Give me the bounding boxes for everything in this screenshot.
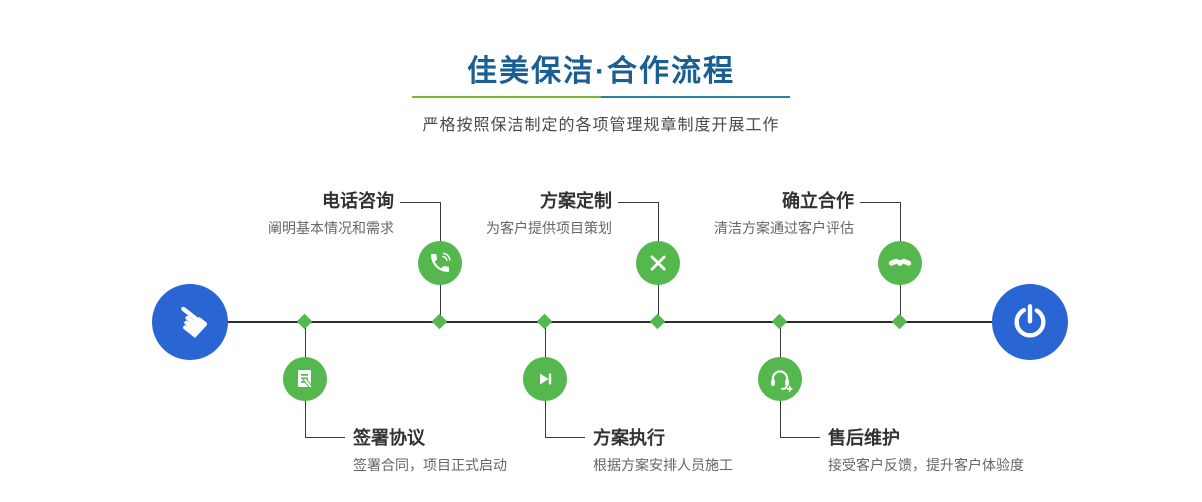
headset-icon xyxy=(771,370,793,392)
timeline-diamond xyxy=(296,313,313,330)
step-desc: 根据方案安排人员施工 xyxy=(593,457,733,473)
page-title: 佳美保洁·合作流程 xyxy=(467,55,735,88)
step-label-plan-customize: 方案定制 为客户提供项目策划 xyxy=(486,190,612,237)
pen-tools-icon xyxy=(650,255,666,271)
timeline-start-node: ☚ xyxy=(152,284,228,360)
timeline-diamond xyxy=(649,313,666,330)
timeline-line xyxy=(190,321,1030,323)
step-circle-phone xyxy=(418,241,462,285)
step-title: 确立合作 xyxy=(782,191,854,211)
connector-line xyxy=(860,202,900,203)
title-divider xyxy=(412,96,790,98)
step-desc: 签署合同，项目正式启动 xyxy=(353,457,507,473)
step-label-sign-agreement: 签署协议 签署合同，项目正式启动 xyxy=(353,427,507,474)
step-circle-plan xyxy=(636,241,680,285)
step-circle-contract xyxy=(283,357,327,401)
step-desc: 为客户提供项目策划 xyxy=(486,220,612,236)
step-label-phone-consult: 电话咨询 阐明基本情况和需求 xyxy=(268,190,394,237)
timeline-diamond xyxy=(536,313,553,330)
timeline-diamond xyxy=(891,313,908,330)
play-icon xyxy=(540,373,552,385)
step-title: 方案执行 xyxy=(593,428,665,448)
contract-icon xyxy=(298,370,313,389)
step-circle-cooperation xyxy=(878,241,922,285)
power-icon xyxy=(1014,304,1046,338)
connector-line xyxy=(400,202,440,203)
step-title: 方案定制 xyxy=(540,191,612,211)
step-label-establish-cooperation: 确立合作 清洁方案通过客户评估 xyxy=(714,190,854,237)
connector-line xyxy=(618,202,658,203)
connector-line xyxy=(305,437,345,438)
page-subtitle: 严格按照保洁制定的各项管理规章制度开展工作 xyxy=(422,117,780,134)
connector-line xyxy=(780,437,820,438)
connector-line xyxy=(545,437,585,438)
hand-pointer-icon: ☚ xyxy=(161,291,220,352)
timeline-end-node xyxy=(992,284,1068,360)
step-label-plan-execution: 方案执行 根据方案安排人员施工 xyxy=(593,427,733,474)
step-desc: 接受客户反馈，提升客户体验度 xyxy=(828,457,1024,473)
step-title: 签署协议 xyxy=(353,428,425,448)
step-desc: 清洁方案通过客户评估 xyxy=(714,220,854,236)
timeline-diamond xyxy=(431,313,448,330)
step-desc: 阐明基本情况和需求 xyxy=(268,220,394,236)
step-circle-aftersales xyxy=(758,357,802,401)
step-label-aftersales: 售后维护 接受客户反馈，提升客户体验度 xyxy=(828,427,1024,474)
step-title: 售后维护 xyxy=(828,428,900,448)
step-circle-execution xyxy=(523,357,567,401)
phone-icon xyxy=(431,252,451,272)
timeline-diamond xyxy=(771,313,788,330)
step-title: 电话咨询 xyxy=(322,191,394,211)
handshake-icon xyxy=(888,258,912,266)
